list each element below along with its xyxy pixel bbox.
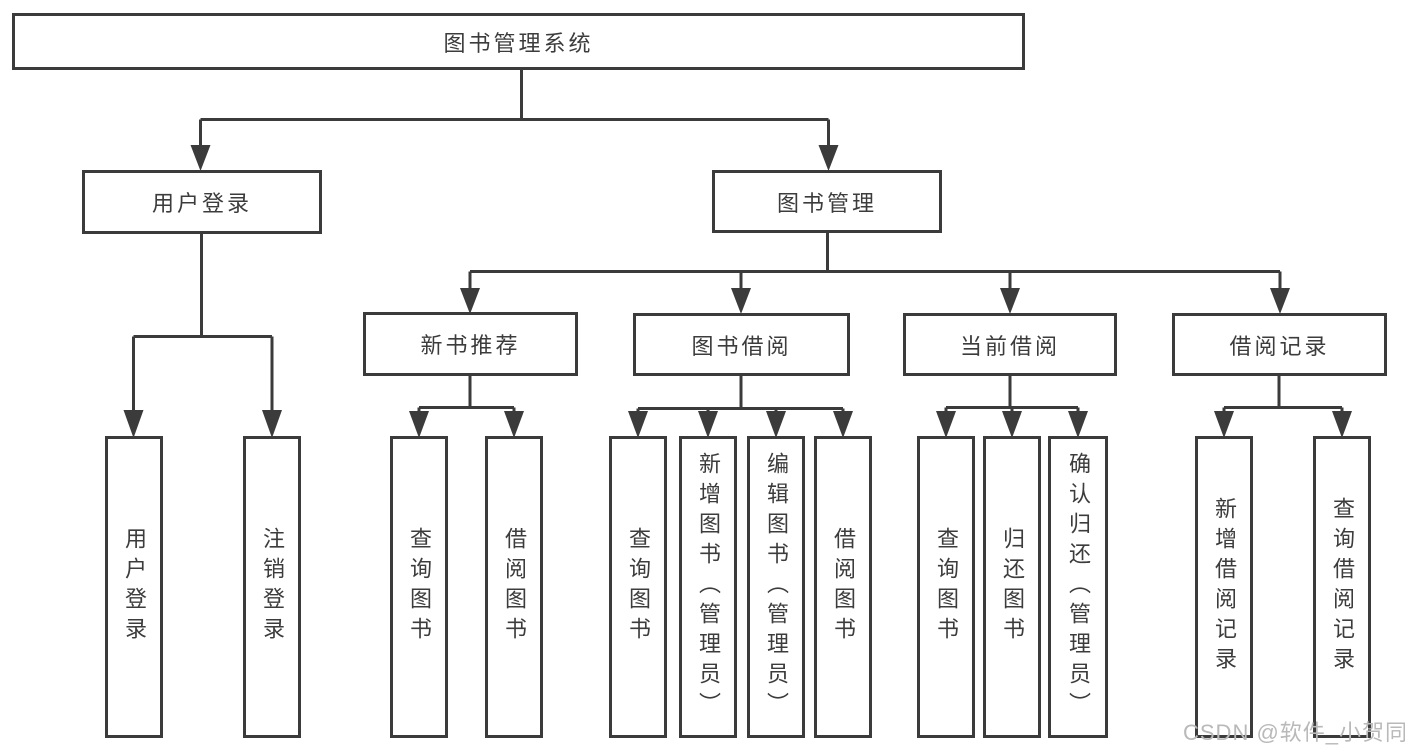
leaf-add-book-admin: 新增图书（管理员） <box>679 436 737 738</box>
leaf-return-book-label: 归还图书 <box>1000 527 1025 647</box>
connector-user-login-to-leaves <box>123 234 282 438</box>
leaf-recommend-borrow-book-label: 借阅图书 <box>502 527 527 647</box>
leaf-confirm-return-admin-label: 确认归还（管理员） <box>1066 452 1091 722</box>
node-root-system-label: 图书管理系统 <box>443 30 594 56</box>
leaf-add-book-admin-label: 新增图书（管理员） <box>696 452 721 722</box>
connector-book-borrow-to-leaves <box>628 376 853 438</box>
leaf-borrow-query-book-label: 查询图书 <box>626 527 651 647</box>
node-borrow-records-label: 借阅记录 <box>1229 333 1330 359</box>
watermark-text: CSDN @软件_小贺同 <box>1183 720 1405 745</box>
node-book-management-label: 图书管理 <box>776 190 877 216</box>
leaf-recommend-borrow-book: 借阅图书 <box>485 436 543 738</box>
connector-book-management-to-level3 <box>460 233 1290 314</box>
leaf-borrow-book-label: 借阅图书 <box>831 527 856 647</box>
leaf-query-borrow-record: 查询借阅记录 <box>1313 436 1371 738</box>
node-new-book-recommend-label: 新书推荐 <box>420 333 521 358</box>
connector-borrow-records-to-leaves <box>1214 376 1352 438</box>
connector-new-book-to-leaves <box>409 376 524 438</box>
leaf-return-book: 归还图书 <box>983 436 1041 738</box>
leaf-user-login-label: 用户登录 <box>122 527 147 647</box>
leaf-borrow-book: 借阅图书 <box>814 436 872 738</box>
leaf-borrow-query-book: 查询图书 <box>609 436 667 738</box>
leaf-add-borrow-record-label: 新增借阅记录 <box>1212 497 1237 677</box>
leaf-current-query-book-label: 查询图书 <box>934 527 959 647</box>
leaf-current-query-book: 查询图书 <box>917 436 975 738</box>
node-book-borrow: 图书借阅 <box>633 313 850 376</box>
node-user-login: 用户登录 <box>82 170 322 234</box>
leaf-edit-book-admin-label: 编辑图书（管理员） <box>764 452 789 722</box>
connector-current-borrow-to-leaves <box>936 376 1088 438</box>
node-new-book-recommend: 新书推荐 <box>363 312 578 376</box>
node-book-management: 图书管理 <box>712 170 942 233</box>
node-root-system: 图书管理系统 <box>12 13 1025 70</box>
leaf-recommend-query-book: 查询图书 <box>390 436 448 738</box>
connector-root-to-level2 <box>190 70 839 171</box>
node-user-login-label: 用户登录 <box>151 191 252 216</box>
watermark: CSDN @软件_小贺同学 <box>1183 715 1405 747</box>
leaf-recommend-query-book-label: 查询图书 <box>407 527 432 647</box>
leaf-add-borrow-record: 新增借阅记录 <box>1195 436 1253 738</box>
node-current-borrow: 当前借阅 <box>903 313 1117 376</box>
node-borrow-records: 借阅记录 <box>1172 313 1387 376</box>
leaf-logout-label: 注销登录 <box>260 527 285 647</box>
leaf-logout: 注销登录 <box>243 436 301 738</box>
leaf-user-login: 用户登录 <box>105 436 163 738</box>
leaf-edit-book-admin: 编辑图书（管理员） <box>747 436 805 738</box>
leaf-query-borrow-record-label: 查询借阅记录 <box>1330 497 1355 677</box>
leaf-confirm-return-admin: 确认归还（管理员） <box>1048 436 1108 738</box>
node-current-borrow-label: 当前借阅 <box>959 333 1060 359</box>
node-book-borrow-label: 图书借阅 <box>691 333 792 359</box>
